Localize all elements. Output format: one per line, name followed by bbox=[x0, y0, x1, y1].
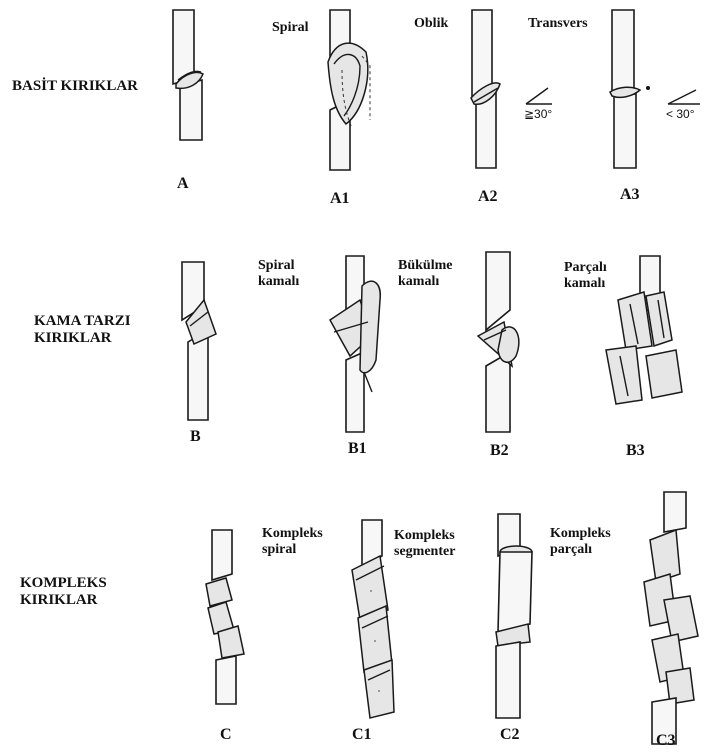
label-b2: B2 bbox=[490, 442, 509, 460]
caption-b2: Bükülme kamalı bbox=[398, 258, 452, 290]
row-title-wedge: KAMA TARZI KIRIKLAR bbox=[34, 313, 131, 348]
label-a3: A3 bbox=[620, 186, 640, 204]
row-title-simple: BASİT KIRIKLAR bbox=[12, 78, 138, 95]
label-c1: C1 bbox=[352, 726, 372, 744]
angle-icon-a2 bbox=[526, 88, 552, 104]
angle-note-a2: ≧30° bbox=[524, 108, 552, 122]
figure-a2-oblique-fracture bbox=[471, 10, 552, 168]
figure-c1-complex-spiral-fracture bbox=[352, 520, 394, 718]
figure-b2-bending-wedge-fracture bbox=[478, 252, 519, 432]
label-c2: C2 bbox=[500, 726, 520, 744]
caption-c1: Kompleks spiral bbox=[262, 526, 323, 558]
figure-a-simple-fracture bbox=[173, 10, 203, 140]
caption-b1: Spiral kamalı bbox=[258, 258, 299, 290]
figure-b3-fragmented-wedge-fracture bbox=[606, 256, 682, 404]
caption-a2: Oblik bbox=[414, 16, 448, 32]
label-c3: C3 bbox=[656, 732, 676, 750]
label-b1: B1 bbox=[348, 440, 367, 458]
caption-a1: Spiral bbox=[272, 20, 309, 36]
figure-c-complex-fracture bbox=[206, 530, 244, 704]
caption-a3: Transvers bbox=[528, 16, 588, 32]
label-b3: B3 bbox=[626, 442, 645, 460]
figure-c2-complex-segmental-fracture bbox=[496, 514, 532, 718]
figure-c3-complex-fragmented-fracture bbox=[644, 492, 698, 744]
label-a1: A1 bbox=[330, 190, 350, 208]
caption-b3: Parçalı kamalı bbox=[564, 260, 607, 292]
caption-c2: Kompleks segmenter bbox=[394, 528, 455, 560]
row-title-complex: KOMPLEKS KIRIKLAR bbox=[20, 575, 107, 610]
label-b: B bbox=[190, 428, 201, 446]
figure-a3-transverse-fracture bbox=[610, 10, 700, 168]
angle-icon-a3 bbox=[668, 90, 700, 104]
figure-b1-spiral-wedge-fracture bbox=[330, 256, 380, 432]
figure-b-wedge-fracture bbox=[182, 262, 216, 420]
label-a2: A2 bbox=[478, 188, 498, 206]
angle-note-a3: < 30° bbox=[666, 108, 695, 122]
caption-c3: Kompleks parçalı bbox=[550, 526, 611, 558]
label-a: A bbox=[177, 175, 189, 193]
label-c: C bbox=[220, 726, 232, 744]
figure-a1-spiral-fracture bbox=[328, 10, 370, 170]
